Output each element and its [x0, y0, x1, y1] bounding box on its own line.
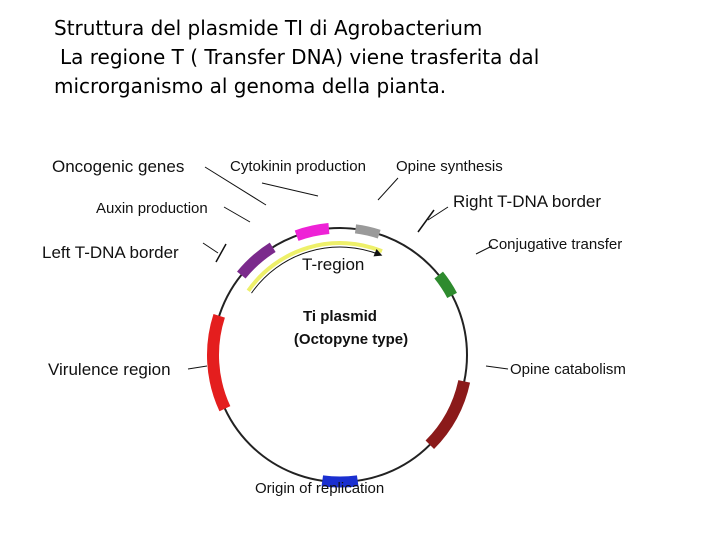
- virulence-segment: [207, 313, 231, 412]
- label-cytokinin-production: Cytokinin production: [230, 158, 366, 175]
- right-border-tick: [417, 209, 435, 233]
- label-auxin-production: Auxin production: [96, 200, 208, 217]
- leader-lines: [187, 166, 509, 370]
- origin-of-replication-segment: [321, 475, 359, 488]
- label-virulence-region: Virulence region: [48, 360, 171, 379]
- label-t-region: T-region: [302, 255, 364, 274]
- conjugative-transfer-segment: [434, 271, 457, 299]
- opine-catabolism-segment: [425, 380, 471, 450]
- opine-synthesis-segment: [354, 224, 381, 239]
- t-region-arc: [246, 241, 383, 292]
- center-title: Ti plasmid: [303, 308, 377, 325]
- label-opine-catabolism: Opine catabolism: [510, 361, 626, 378]
- t-region-arc-outline: [251, 246, 383, 294]
- slide-caption: Struttura del plasmide TI di Agrobacteri…: [54, 14, 694, 101]
- cytokinin-segment: [294, 223, 330, 241]
- caption-line-2: La regione T ( Transfer DNA) viene trasf…: [60, 45, 540, 69]
- left-border-tick: [215, 243, 227, 263]
- label-left-tdna-border: Left T-DNA border: [42, 243, 179, 262]
- label-right-tdna-border: Right T-DNA border: [453, 192, 601, 211]
- label-conjugative-transfer: Conjugative transfer: [488, 236, 622, 253]
- caption-line-3: microrganismo al genoma della pianta.: [54, 74, 447, 98]
- auxin-segment: [237, 242, 276, 279]
- center-subtitle: (Octopyne type): [294, 331, 408, 348]
- label-origin-of-replication: Origin of replication: [255, 480, 384, 497]
- label-opine-synthesis: Opine synthesis: [396, 158, 503, 175]
- label-oncogenic-genes: Oncogenic genes: [52, 157, 184, 176]
- caption-line-1: Struttura del plasmide TI di Agrobacteri…: [54, 16, 483, 40]
